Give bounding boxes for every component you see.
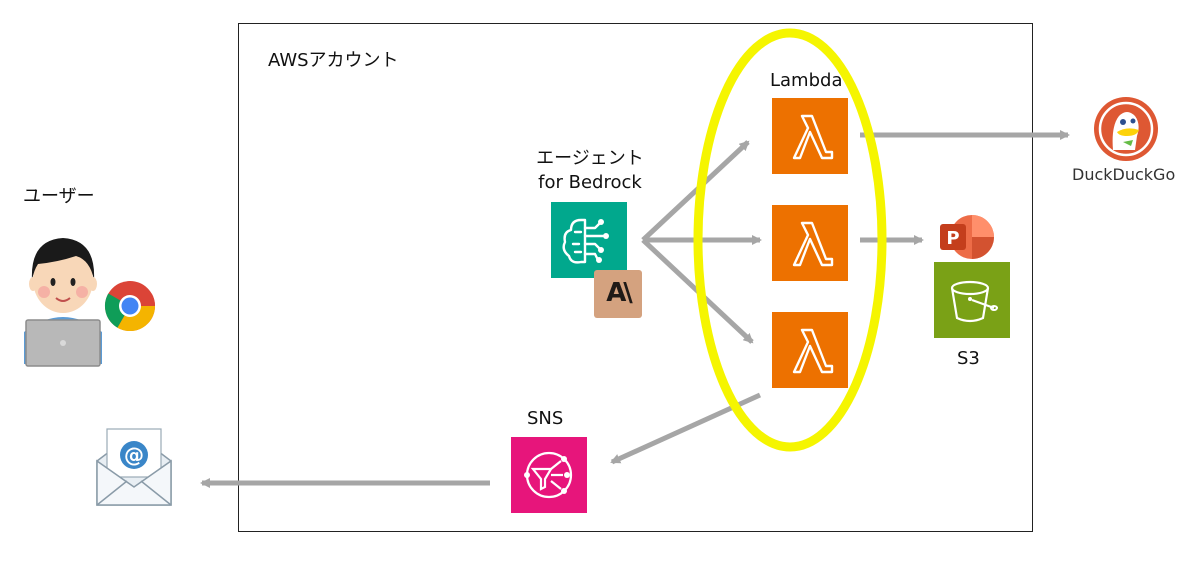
- agent-label-line2: for Bedrock: [538, 172, 642, 193]
- s3-bucket: [934, 262, 1010, 338]
- svg-text:@: @: [124, 443, 144, 467]
- agent-label-line1: エージェント: [536, 148, 644, 169]
- lambda-highlight-ellipse: [693, 28, 887, 452]
- powerpoint-icon: P: [940, 215, 994, 259]
- lambda-function-3: [772, 312, 848, 388]
- s3-label: S3: [957, 348, 980, 369]
- anthropic-icon: A\: [594, 270, 642, 318]
- duckduckgo-icon: [1094, 97, 1158, 161]
- aws-account-title: AWSアカウント: [268, 50, 399, 71]
- duckduckgo-label: DuckDuckGo: [1072, 165, 1176, 184]
- user-laptop-icon: [24, 238, 102, 367]
- lambda-function-2: [772, 205, 848, 281]
- lambda-label: Lambda: [770, 70, 843, 91]
- email-icon: @: [96, 428, 172, 506]
- lambda-icon: [792, 328, 834, 374]
- powerpoint-letter: P: [946, 228, 959, 249]
- anthropic-logo-text: A\: [606, 278, 633, 308]
- s3-bucket-icon: [950, 280, 998, 323]
- chrome-icon: [104, 281, 156, 332]
- lambda-function-1: [772, 98, 848, 174]
- bedrock-agent-icon: [551, 202, 627, 278]
- sns-icon: [524, 451, 573, 499]
- user-label: ユーザー: [23, 186, 95, 207]
- arrow-agent-to-lambda-1: [641, 140, 750, 242]
- lambda-icon: [792, 114, 834, 160]
- lambda-icon: [792, 221, 834, 267]
- sns-label: SNS: [527, 408, 564, 429]
- aws-account-boundary: [238, 23, 1033, 532]
- sns-topic: [511, 437, 587, 513]
